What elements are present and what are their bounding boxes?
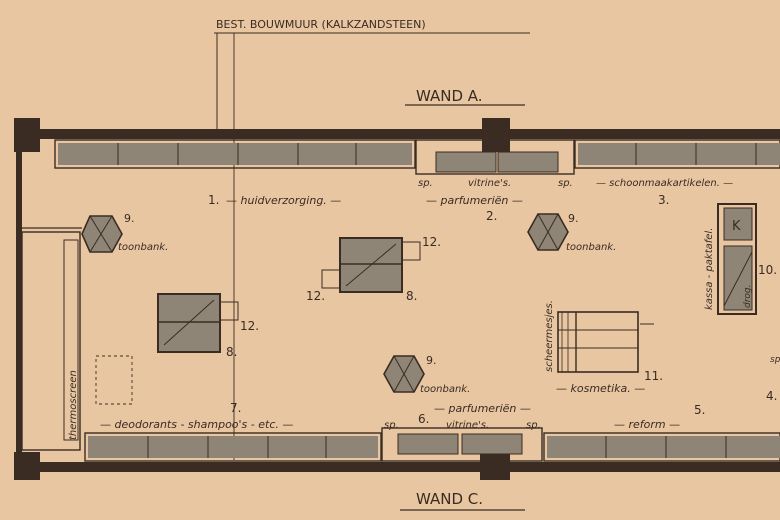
top-sp-left: sp.	[418, 178, 433, 189]
kassa-drog: drog.	[743, 285, 753, 309]
dashed-box	[95, 355, 133, 405]
toonbank-2	[527, 213, 569, 251]
zone-3-num: 3.	[658, 193, 669, 207]
header-note: BEST. BOUWMUUR (KALKZANDSTEEN)	[216, 18, 426, 31]
toonbank-3-label: toonbank.	[420, 384, 470, 395]
bottom-shelving	[84, 427, 780, 462]
scheermesjes-rack	[557, 311, 654, 373]
pillar-top-middle	[482, 118, 510, 152]
table-center-num: 8.	[406, 289, 417, 303]
zone-2-num: 2.	[486, 209, 497, 223]
zone-6-num: 6.	[418, 412, 429, 426]
zone-6-label: — parfumeriën —	[434, 402, 531, 415]
bottom-sp-right: sp.	[526, 420, 541, 431]
kassa-counter	[717, 203, 757, 315]
schoonmaak-label: — schoonmaakartikelen. —	[596, 178, 733, 189]
pillar-bottom-middle	[480, 452, 510, 480]
wall-a-label: WAND A.	[416, 87, 483, 105]
top-vitrines: vitrine's.	[468, 178, 511, 189]
toonbank-2-label: toonbank.	[566, 242, 616, 253]
zone-5-num: 5.	[694, 403, 705, 417]
scheermesjes-label: scheermesjes.	[544, 300, 555, 372]
thermoscreen-label: thermoscreen	[68, 370, 79, 440]
table-center-side2: 12.	[306, 289, 325, 303]
toonbank-1-num: 9.	[124, 212, 135, 225]
table-left-num: 8.	[226, 345, 237, 359]
zone-1-num: 1.	[208, 193, 219, 207]
top-shelving	[54, 139, 780, 175]
zone-2-label: — parfumeriën —	[426, 194, 523, 207]
bottom-vitrines: vitrine's.	[446, 420, 489, 431]
kassa-label: kassa - paktafel.	[704, 228, 715, 310]
zone-7-label: — deodorants - shampoo's - etc. —	[100, 418, 293, 431]
toonbank-2-num: 9.	[568, 212, 579, 225]
toonbank-3	[383, 355, 425, 393]
table-left-side: 12.	[240, 319, 259, 333]
kassa-k: K	[732, 219, 741, 234]
zone-11-label: — kosmetika. —	[556, 382, 645, 395]
zone-4-num: 4.	[766, 389, 777, 403]
wall-left	[16, 152, 22, 452]
bottom-sp-left: sp.	[384, 420, 399, 431]
zone-11-num: 11.	[644, 369, 663, 383]
toonbank-1	[81, 215, 123, 253]
table-center	[321, 237, 421, 293]
zone-7-num: 7.	[230, 401, 241, 415]
wall-a	[14, 129, 780, 139]
zone-1-label: — huidverzorging. —	[226, 194, 341, 207]
table-center-side: 12.	[422, 235, 441, 249]
toonbank-1-label: toonbank.	[118, 242, 168, 253]
pillar-top-left	[14, 118, 40, 152]
wall-c	[14, 462, 780, 472]
pillar-bottom-left	[14, 452, 40, 480]
toonbank-3-num: 9.	[426, 354, 437, 367]
top-sp-right: sp.	[558, 178, 573, 189]
right-edge-sp: sp	[770, 355, 780, 365]
table-left	[157, 293, 239, 353]
kassa-num: 10.	[758, 263, 777, 277]
wall-c-label: WAND C.	[416, 490, 483, 508]
thermoscreen	[21, 227, 82, 451]
zone-5-label: — reform —	[614, 418, 680, 431]
